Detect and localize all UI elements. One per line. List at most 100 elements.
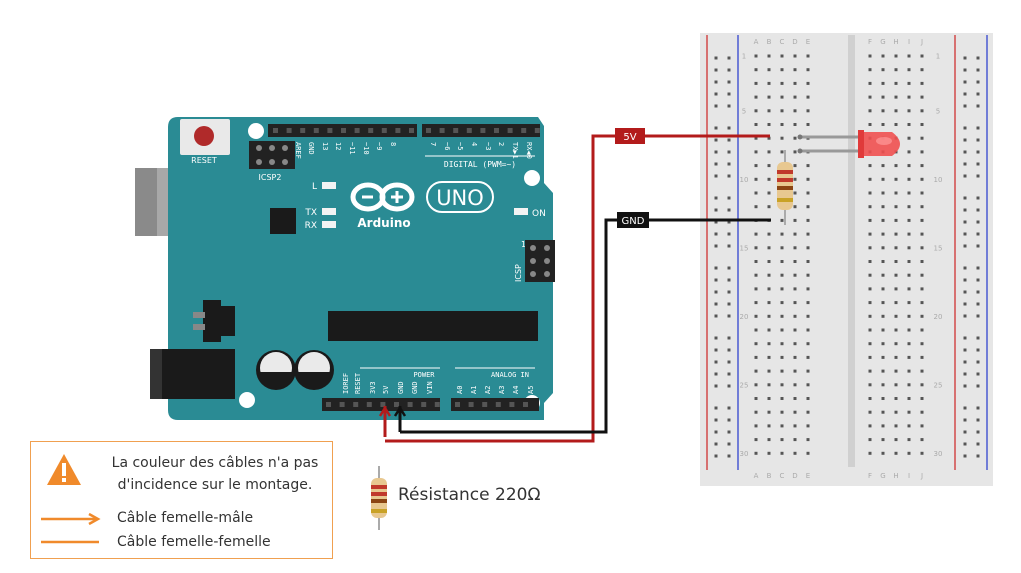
breadboard-hole xyxy=(868,123,872,126)
gnd-wire xyxy=(393,218,771,434)
breadboard-hole xyxy=(920,424,924,428)
breadboard-hole xyxy=(806,164,810,168)
header-hole xyxy=(421,402,427,407)
rail-hole xyxy=(727,104,731,108)
rail-hole xyxy=(727,56,731,60)
breadboard-hole xyxy=(920,218,924,222)
gnd-tag xyxy=(617,212,649,228)
breadboard-hole xyxy=(754,328,758,332)
rail-hole xyxy=(976,162,980,166)
analog-pin-label: A0 xyxy=(456,386,464,394)
rail-hole xyxy=(727,232,731,236)
led-l xyxy=(322,182,336,189)
rail-hole xyxy=(714,266,718,270)
breadboard-column-label: D xyxy=(792,472,797,480)
breadboard-hole xyxy=(767,136,771,140)
power-pin-label: VIN xyxy=(426,381,434,394)
breadboard-row-label: 10 xyxy=(934,176,943,184)
digital-pin-label: 2 xyxy=(497,142,505,146)
rail-hole xyxy=(714,208,718,212)
breadboard-hole xyxy=(894,355,898,359)
breadboard-hole xyxy=(868,205,872,209)
breadboard-hole xyxy=(907,424,911,428)
breadboard-hole xyxy=(881,260,885,263)
led-on xyxy=(514,208,528,215)
rail-hole xyxy=(727,196,731,200)
analog-header xyxy=(451,398,539,411)
icsp2-label: ICSP2 xyxy=(259,173,282,182)
breadboard-row-label: 20 xyxy=(740,313,749,321)
breadboard-hole xyxy=(780,136,784,140)
breadboard-hole xyxy=(754,191,758,195)
breadboard-hole xyxy=(780,328,784,332)
rail-hole xyxy=(963,126,967,130)
breadboard-hole xyxy=(907,410,911,414)
breadboard-row-label: 30 xyxy=(740,450,749,458)
breadboard-hole xyxy=(767,54,771,58)
breadboard-hole xyxy=(894,328,898,332)
digital-pin-label: ~11 xyxy=(348,142,356,155)
breadboard-hole xyxy=(806,410,810,414)
rail-hole xyxy=(976,314,980,318)
vcc-tag xyxy=(615,128,645,144)
rail-hole xyxy=(727,384,731,388)
breadboard-hole xyxy=(868,328,872,332)
breadboard-hole xyxy=(920,397,924,400)
rail-hole xyxy=(963,208,967,212)
breadboard-hole xyxy=(868,109,872,113)
breadboard-hole xyxy=(754,369,758,373)
header-hole xyxy=(313,128,319,133)
header-hole xyxy=(494,128,499,133)
rail-hole xyxy=(714,430,718,434)
breadboard-hole xyxy=(806,123,810,126)
breadboard-hole xyxy=(754,273,758,277)
breadboard-hole xyxy=(754,123,758,126)
arduino-logo xyxy=(350,182,415,212)
breadboard-hole xyxy=(767,191,771,195)
rail-hole xyxy=(727,126,731,130)
uno-badge xyxy=(426,181,494,213)
breadboard-hole xyxy=(767,383,771,387)
breadboard-hole xyxy=(894,369,898,373)
rail-hole xyxy=(714,442,718,446)
header-hole xyxy=(439,128,445,133)
rail-hole xyxy=(963,360,967,364)
breadboard-hole xyxy=(920,232,924,236)
rail-hole xyxy=(963,138,967,142)
header-hole xyxy=(353,402,359,407)
breadboard-hole xyxy=(920,191,924,195)
breadboard-hole xyxy=(767,355,771,359)
breadboard-hole xyxy=(780,397,784,400)
header-hole xyxy=(339,402,345,407)
breadboard-hole xyxy=(754,438,758,442)
rail-hole xyxy=(963,244,967,248)
breadboard-hole xyxy=(881,451,885,455)
breadboard-hole xyxy=(767,314,771,318)
breadboard-column-label: I xyxy=(908,472,910,480)
breadboard-hole xyxy=(907,95,911,99)
breadboard-hole xyxy=(767,246,771,250)
breadboard-column-label: H xyxy=(893,472,898,480)
microcontroller-chip xyxy=(328,311,538,341)
breadboard-hole xyxy=(793,328,797,332)
digital-pin-label: 4 xyxy=(470,142,478,146)
breadboard-hole xyxy=(907,342,911,346)
breadboard-hole xyxy=(920,260,924,263)
breadboard-row-label: 15 xyxy=(740,244,749,252)
header-hole xyxy=(468,402,474,407)
breadboard-hole xyxy=(793,150,797,154)
led-rx xyxy=(322,221,336,228)
legend-box: La couleur des câbles n'a pas d'incidenc… xyxy=(30,441,333,559)
breadboard-hole xyxy=(767,397,771,400)
breadboard-hole xyxy=(780,246,784,250)
breadboard-hole xyxy=(868,95,872,99)
breadboard-hole xyxy=(920,54,924,58)
breadboard-hole xyxy=(754,260,758,263)
breadboard-hole xyxy=(920,109,924,113)
breadboard-hole xyxy=(767,424,771,428)
header-hole xyxy=(426,128,431,133)
breadboard-hole xyxy=(806,246,810,250)
breadboard-hole xyxy=(894,273,898,277)
